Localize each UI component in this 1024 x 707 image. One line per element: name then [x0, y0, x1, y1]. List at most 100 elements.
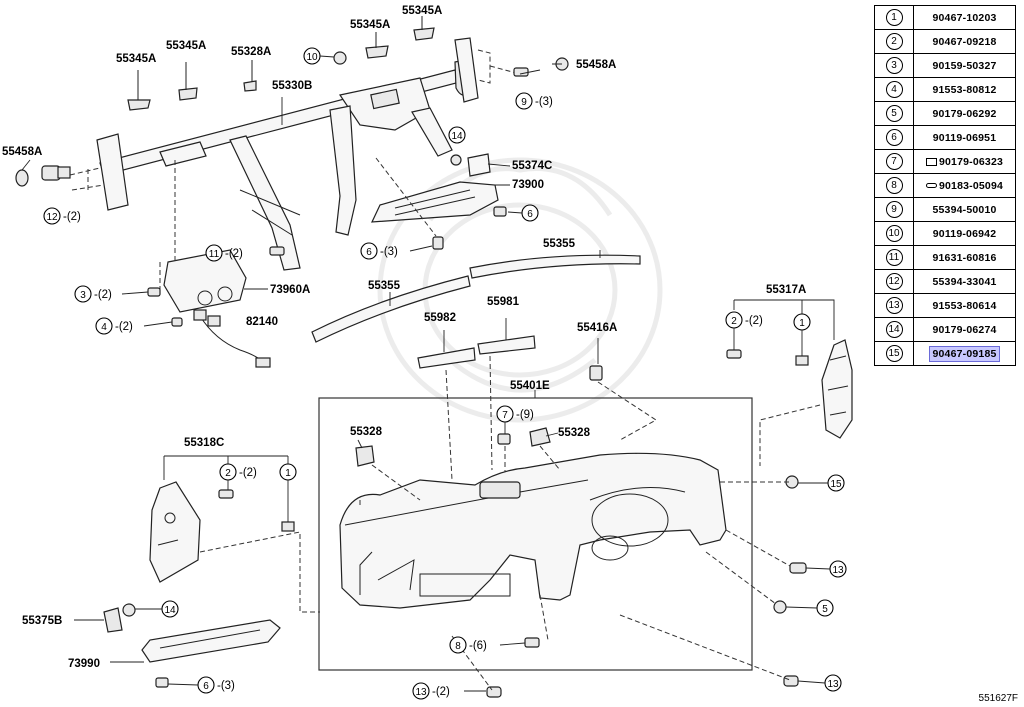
svg-text:-(3): -(3) [380, 246, 398, 258]
legend-part-number[interactable]: 90179-06274 [932, 323, 997, 336]
svg-text:2: 2 [731, 316, 737, 327]
legend-item-number: 2 [885, 33, 903, 50]
svg-text:2: 2 [225, 468, 231, 479]
callout-7: 7 -(9) [496, 405, 534, 434]
legend-part-number[interactable]: 55394-33041 [932, 275, 997, 288]
flat-clip-icon [925, 183, 937, 189]
svg-text:13: 13 [827, 679, 839, 690]
svg-text:-(2): -(2) [115, 321, 133, 333]
clip-icon [925, 157, 937, 166]
callout-12: 12 -(2) [43, 207, 81, 225]
label-55355-left: 55355 [368, 280, 401, 292]
legend-part-number[interactable]: 90119-06951 [932, 131, 997, 144]
side-cover-55318c [149, 455, 320, 613]
callout-3: 3 -(2) [74, 285, 149, 303]
callout-6-bottom: 6 -(3) [167, 676, 235, 694]
label-leaders [21, 63, 601, 663]
legend-part-number[interactable]: 91631-60816 [932, 251, 997, 264]
callout-10: 10 [303, 47, 335, 65]
callout-1-left: 1 [279, 463, 297, 522]
legend-part-number[interactable]: 90119-06942 [932, 227, 997, 240]
callout-8: 8 -(6) [449, 636, 526, 654]
label-55317a: 55317A [766, 284, 806, 296]
svg-text:10: 10 [306, 52, 318, 63]
diagram-reference-code: 551627F [978, 693, 1018, 704]
label-55345a-3: 55345A [350, 19, 390, 31]
callout-11: 11 -(2) [205, 244, 243, 262]
legend-row[interactable]: 7 90179-06323 [874, 149, 1016, 174]
side-panel-55317a [726, 299, 853, 466]
bracket-55345a-group [127, 16, 435, 111]
callout-5: 5 [785, 599, 834, 617]
svg-text:12: 12 [46, 212, 58, 223]
svg-text:-(3): -(3) [535, 96, 553, 108]
svg-text:-(2): -(2) [63, 211, 81, 223]
legend-item-number: 6 [885, 129, 903, 146]
legend-part-number[interactable]: 90467-10203 [932, 11, 997, 24]
legend-item-number: 7 [885, 153, 903, 170]
callout-13-mid: 13 [805, 560, 847, 578]
label-55458a-right: 55458A [576, 59, 616, 71]
center-vents [417, 318, 536, 481]
svg-text:-(9): -(9) [516, 409, 534, 421]
svg-text:14: 14 [451, 131, 463, 142]
legend-row[interactable]: 6 90119-06951 [874, 125, 1016, 150]
callout-13-bottom-right: 13 [797, 674, 842, 692]
svg-text:-(2): -(2) [745, 315, 763, 327]
legend-row[interactable]: 3 90159-50327 [874, 53, 1016, 78]
callout-4: 4 -(2) [95, 317, 173, 335]
lower-cover-73990 [103, 603, 281, 688]
legend-item-number: 1 [885, 9, 903, 26]
legend-part-number[interactable]: 90179-06323 [938, 155, 1004, 168]
svg-text:1: 1 [799, 318, 805, 329]
legend-part-number[interactable]: 90183-05094 [938, 179, 1004, 192]
legend-item-number: 12 [885, 273, 903, 290]
legend-row[interactable]: 12 55394-33041 [874, 269, 1016, 294]
callout-6-mid: 6 -(3) [360, 242, 433, 260]
legend-part-number[interactable]: 90467-09218 [932, 35, 997, 48]
legend-row[interactable]: 9 55394-50010 [874, 197, 1016, 222]
label-55416a: 55416A [577, 322, 617, 334]
legend-row[interactable]: 8 90183-05094 [874, 173, 1016, 198]
beam-fasteners [15, 51, 569, 256]
legend-part-number[interactable]: 90179-06292 [932, 107, 997, 120]
legend-row[interactable]: 1 90467-10203 [874, 5, 1016, 30]
label-82140: 82140 [246, 316, 278, 328]
label-55374c: 55374C [512, 160, 552, 172]
legend-item-number: 3 [885, 57, 903, 74]
svg-text:14: 14 [164, 605, 176, 616]
svg-text:4: 4 [101, 322, 107, 333]
legend-part-number[interactable]: 91553-80812 [932, 83, 997, 96]
legend-item-number: 8 [885, 177, 903, 194]
svg-text:6: 6 [203, 681, 209, 692]
callout-14-top: 14 [448, 126, 466, 144]
callout-2-right: 2 -(2) [725, 311, 763, 350]
label-73990: 73990 [68, 658, 100, 670]
callout-6-top: 6 [507, 204, 539, 222]
legend-part-number[interactable]: 55394-50010 [932, 203, 997, 216]
legend-item-number: 9 [885, 201, 903, 218]
callout-9: 9 -(3) [515, 92, 553, 110]
legend-part-number[interactable]: 90159-50327 [932, 59, 997, 72]
svg-text:6: 6 [366, 247, 372, 258]
label-55328-right: 55328 [558, 427, 591, 439]
label-55328-left: 55328 [350, 426, 383, 438]
legend-part-number[interactable]: 90467-09185 [929, 345, 1000, 362]
svg-text:-(2): -(2) [94, 289, 112, 301]
callout-14-bottom: 14 [135, 600, 179, 618]
legend-row[interactable]: 2 90467-09218 [874, 29, 1016, 54]
label-55982: 55982 [424, 312, 456, 324]
legend-part-number[interactable]: 91553-80614 [932, 299, 997, 312]
label-55345a-4: 55345A [402, 5, 442, 17]
clip-55416a [589, 338, 657, 441]
instrument-panel-assembly [318, 390, 753, 671]
svg-text:-(6): -(6) [469, 640, 487, 652]
